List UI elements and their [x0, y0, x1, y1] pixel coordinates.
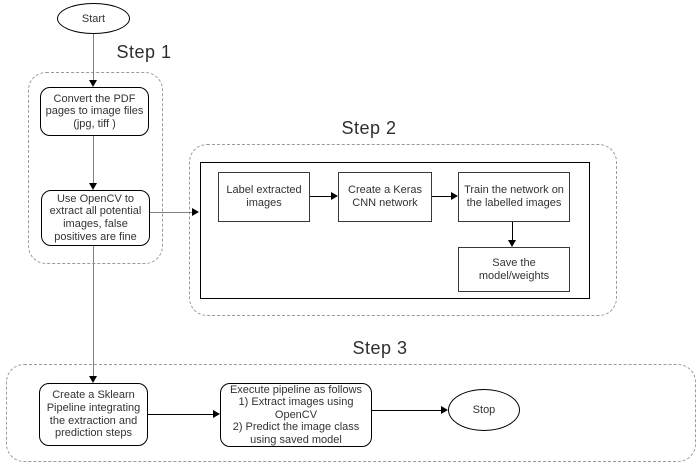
sklearn-pipeline-node: Create a Sklearn Pipeline integrating th… — [39, 383, 148, 446]
arrow-convert-to-opencv-line — [93, 136, 94, 183]
arrow-execute-to-stop-head — [441, 406, 448, 414]
execute-pipeline-node-label: Execute pipeline as follows 1) Extract i… — [229, 383, 363, 446]
save-model-node: Save the model/weights — [458, 247, 570, 292]
arrow-start-to-convert-head — [89, 80, 97, 87]
arrow-sklearn-to-execute-head — [213, 410, 220, 418]
arrow-opencv-to-sklearn-head — [89, 376, 97, 383]
arrow-train-to-save-line — [512, 222, 513, 240]
opencv-extract-node: Use OpenCV to extract all potential imag… — [41, 190, 150, 246]
label-images-node-label: Label extracted images — [226, 184, 302, 209]
sklearn-pipeline-node-label: Create a Sklearn Pipeline integrating th… — [46, 389, 141, 440]
arrow-keras-to-train-line — [432, 196, 451, 197]
arrow-execute-to-stop-line — [372, 410, 441, 411]
step1-label: Step 1 — [116, 42, 172, 62]
arrow-label-to-keras-line — [310, 196, 331, 197]
arrow-convert-to-opencv-head — [89, 183, 97, 190]
stop-node-label: Stop — [472, 404, 496, 416]
arrow-label-to-keras-head — [331, 192, 338, 200]
keras-cnn-node: Create a Keras CNN network — [338, 172, 432, 222]
step3-label: Step 3 — [352, 338, 408, 358]
arrow-opencv-to-step2-line — [150, 212, 192, 213]
start-node: Start — [57, 3, 130, 34]
arrow-sklearn-to-execute-line — [148, 414, 213, 415]
save-model-node-label: Save the model/weights — [478, 256, 550, 282]
train-network-node: Train the network on the labelled images — [458, 172, 570, 222]
keras-cnn-node-label: Create a Keras CNN network — [348, 184, 422, 209]
arrow-train-to-save-head — [508, 240, 516, 247]
opencv-extract-node-label: Use OpenCV to extract all potential imag… — [49, 192, 142, 243]
convert-pdf-node-label: Convert the PDF pages to image files (jp… — [45, 92, 144, 130]
arrow-start-to-convert-line — [93, 34, 94, 80]
start-node-label: Start — [81, 12, 106, 25]
arrow-keras-to-train-head — [451, 192, 458, 200]
step3-group-container — [6, 364, 696, 462]
stop-node: Stop — [448, 389, 520, 431]
step2-label: Step 2 — [341, 118, 397, 138]
train-network-node-label: Train the network on the labelled images — [464, 184, 564, 209]
arrow-opencv-to-sklearn-line — [93, 246, 94, 376]
step1-group-container — [28, 72, 163, 264]
step2-group-container — [189, 144, 617, 316]
label-images-node: Label extracted images — [218, 172, 310, 222]
arrow-opencv-to-step2-head — [192, 208, 199, 216]
execute-pipeline-node: Execute pipeline as follows 1) Extract i… — [220, 383, 372, 447]
convert-pdf-node: Convert the PDF pages to image files (jp… — [40, 87, 149, 136]
